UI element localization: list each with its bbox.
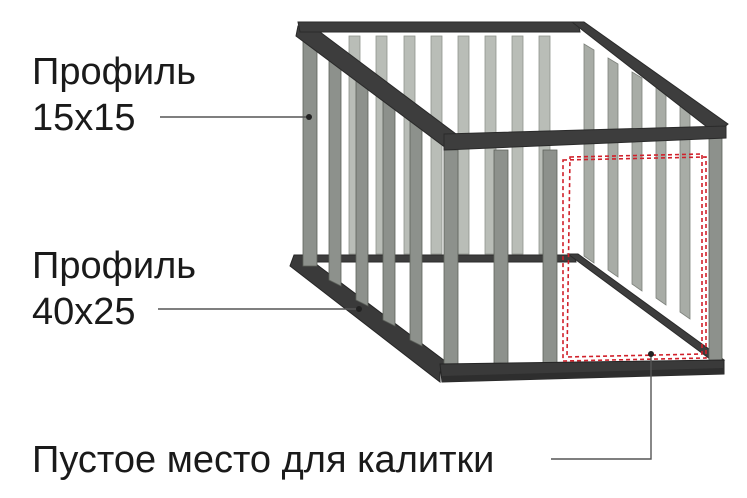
leader-gate-space: [551, 351, 654, 460]
label-profile-bottom-line1: Профиль: [32, 245, 196, 287]
back-top-rail: [297, 21, 581, 33]
right-top-rail: [570, 21, 729, 135]
leader-profile-15x15: [160, 114, 312, 120]
label-profile-top-line1: Профиль: [32, 51, 196, 93]
left-bottom-rail: [289, 254, 450, 384]
front-top-rail: [443, 125, 727, 151]
right-bottom-rail: [566, 253, 726, 363]
label-profile-top-line2: 15x15: [32, 97, 136, 139]
label-profile-bottom-line2: 40x25: [32, 291, 136, 333]
label-gate-space: Пустое место для калитки: [32, 439, 494, 481]
front-bottom-rail: [439, 359, 725, 383]
left-side-bars: [302, 33, 423, 347]
leader-profile-40x25: [158, 306, 362, 312]
gate-space-outline: [562, 153, 707, 362]
front-bars: [443, 133, 723, 365]
